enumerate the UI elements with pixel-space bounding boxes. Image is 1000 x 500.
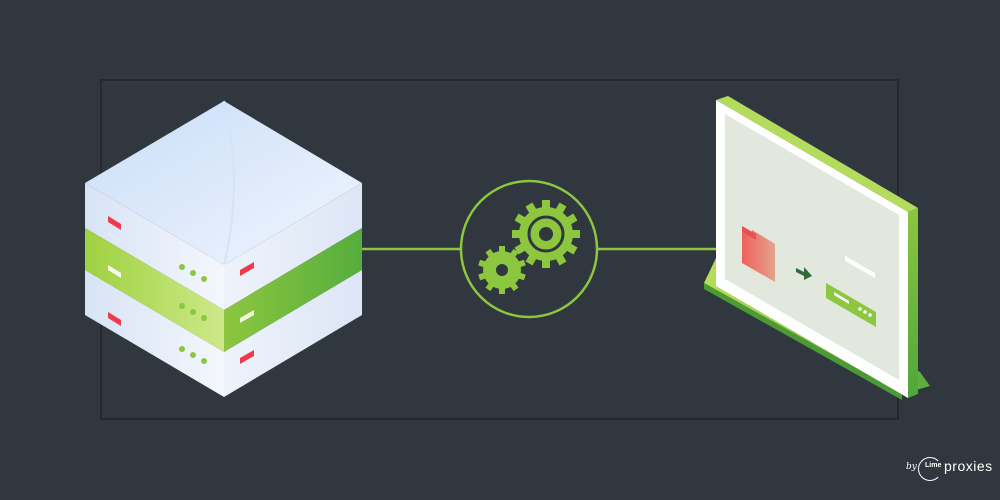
server-stack-icon [85,100,362,397]
lime-ring-icon [918,457,942,481]
brand-logo: by Lime proxies [906,456,992,486]
device-card [826,283,876,327]
folder-icon [742,226,775,282]
brand-name: proxies [944,458,993,474]
arrow-right-icon [796,267,812,280]
brand-prefix: by [906,462,917,472]
gears-icon [459,179,599,319]
monitor-icon [704,96,930,400]
file-placeholder-bar [845,256,875,278]
brand-logo-word: Lime [925,462,942,469]
